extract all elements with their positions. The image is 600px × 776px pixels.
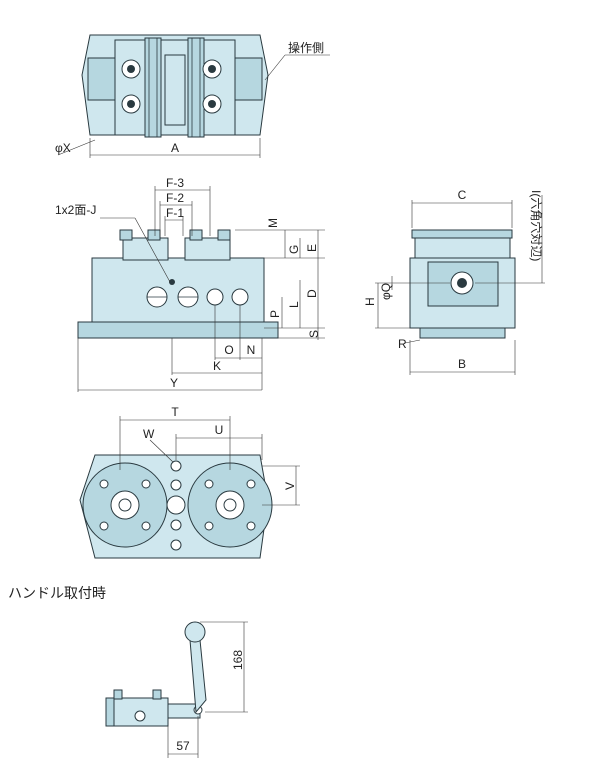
top-view: A φX 操作側 — [55, 34, 330, 158]
label-f3: F-3 — [166, 176, 184, 190]
top-right-clamp — [231, 57, 263, 101]
side-upper-block — [414, 237, 511, 259]
label-f2: F-2 — [166, 191, 184, 205]
face-j-marker — [169, 279, 175, 285]
handle-view: 168 57 — [105, 621, 248, 758]
label-v: V — [283, 482, 297, 490]
label-phi-q: φQ — [379, 283, 393, 300]
label-b: B — [458, 357, 466, 371]
handle-lever — [189, 639, 207, 714]
jaw-left — [144, 37, 162, 138]
label-s: S — [307, 330, 321, 338]
label-l: L — [287, 301, 301, 308]
label-i-hex: I(六角穴対辺) — [529, 190, 544, 261]
jaw-right — [187, 37, 205, 138]
front-hole-4 — [231, 288, 249, 306]
side-top-strip — [411, 229, 513, 239]
label-f1: F-1 — [166, 206, 184, 220]
label-d: D — [305, 289, 319, 298]
top-center-slot — [164, 54, 186, 126]
label-u: U — [215, 423, 224, 437]
front-hole-3 — [206, 288, 224, 306]
label-p: P — [268, 310, 282, 318]
label-operation-side: 操作側 — [288, 40, 324, 55]
label-face-j: 1x2面-J — [55, 203, 96, 217]
front-jaw-right — [184, 237, 231, 261]
label-y: Y — [170, 376, 178, 390]
label-57: 57 — [176, 739, 190, 753]
label-phi-x: φX — [55, 141, 71, 155]
label-a: A — [171, 141, 179, 155]
handle-grip — [184, 621, 206, 643]
label-k: K — [213, 359, 221, 373]
front-base-plate — [77, 321, 279, 339]
front-view: F-3 F-2 F-1 1x2面-J M G E D L P S — [55, 176, 325, 392]
label-r: R — [398, 337, 407, 351]
top-left-clamp — [87, 57, 119, 101]
label-e: E — [305, 244, 319, 252]
label-m: M — [266, 218, 280, 228]
label-w: W — [143, 427, 155, 441]
side-view: C I(六角穴対辺) H φQ R B — [363, 188, 545, 375]
handle-title: ハンドル取付時 — [8, 585, 106, 601]
label-t: T — [171, 405, 179, 419]
side-base — [419, 327, 506, 339]
label-n: N — [247, 343, 256, 357]
front-jaw-left — [122, 237, 169, 261]
label-168: 168 — [231, 650, 245, 670]
label-o: O — [224, 343, 233, 357]
bottom-view: T U W V — [79, 405, 300, 559]
label-g: G — [287, 245, 301, 254]
label-c: C — [458, 188, 467, 202]
label-h: H — [363, 297, 377, 306]
